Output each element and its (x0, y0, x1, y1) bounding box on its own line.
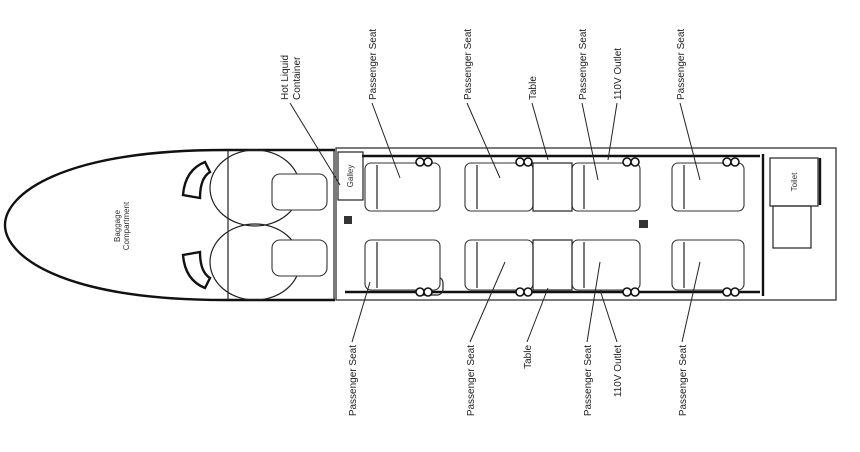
outlet-icon (722, 157, 732, 167)
callout-label-line: Passenger Seat (466, 345, 477, 416)
baggage-label: BaggageCompartment (113, 201, 131, 250)
callout-label: Passenger Seat (676, 29, 687, 100)
passenger-seat (464, 162, 534, 212)
passenger-seats (364, 157, 745, 297)
callout-label-line: Passenger Seat (676, 29, 687, 100)
callout-label-line: Table (528, 76, 539, 100)
callout-label: Passenger Seat (463, 29, 474, 100)
leader-line (469, 261, 506, 343)
hot-liquid-container (344, 216, 352, 224)
leader-line (681, 261, 701, 343)
outlet-icon (415, 157, 425, 167)
outlet-icon (630, 287, 640, 297)
callout-label-line: 110V Outlet (613, 48, 624, 100)
callout-label-line: Container (292, 56, 303, 100)
outlet-icon (415, 287, 425, 297)
leader-line (351, 281, 371, 343)
outlet-icon (722, 287, 732, 297)
leader-line (679, 102, 701, 181)
outlet-icon (523, 157, 533, 167)
leader-line (586, 261, 601, 343)
outlet-icon (423, 157, 433, 167)
callout-label-line: Passenger Seat (578, 29, 589, 100)
callout-label: Passenger Seat (368, 29, 379, 100)
galley (337, 151, 364, 201)
callout-label: Hot LiquidContainer (280, 55, 303, 100)
baggage-compartment-outline (3, 148, 335, 302)
callout-label-line: Passenger Seat (368, 29, 379, 100)
outlet-icon (523, 287, 533, 297)
callout-label: Passenger Seat (678, 345, 689, 416)
callout-label: Passenger Seat (583, 345, 594, 416)
passenger-seat (671, 162, 745, 212)
outlet-marker (639, 220, 648, 228)
leader-line (289, 102, 341, 186)
outlet-icon (622, 157, 632, 167)
passenger-seat (571, 162, 641, 212)
callout-label: Table (528, 76, 539, 100)
leader-line (371, 102, 401, 179)
toilet-label: Toilet (790, 172, 799, 191)
callout-label: 110V Outlet (613, 345, 624, 397)
passenger-seat (364, 162, 441, 212)
galley-label: Galley (346, 165, 355, 188)
outlet-icon (730, 287, 740, 297)
callout-label-line: Passenger Seat (348, 345, 359, 416)
leader-line (599, 289, 618, 343)
callout-label-line: Passenger Seat (463, 29, 474, 100)
leader-line (531, 102, 549, 161)
outlet-icon (515, 157, 525, 167)
passenger-seat (464, 239, 534, 291)
leader-line (607, 102, 618, 161)
callout-label-line: Passenger Seat (678, 345, 689, 416)
baggage-label-line1: Baggage (113, 209, 122, 242)
passenger-seat (571, 239, 641, 291)
table (532, 162, 573, 212)
callout-label-line: Passenger Seat (583, 345, 594, 416)
baggage-label-line2: Compartment (122, 201, 131, 250)
cockpit (181, 149, 335, 301)
callout-label-line: Hot Liquid (280, 55, 291, 100)
callout-label: Passenger Seat (466, 345, 477, 416)
table (532, 239, 573, 291)
callout-label: Passenger Seat (578, 29, 589, 100)
outlet-icon (630, 157, 640, 167)
leader-line (581, 102, 599, 181)
outlet-icon (515, 287, 525, 297)
callout-label: 110V Outlet (613, 48, 624, 100)
callout-label-line: 110V Outlet (613, 345, 624, 397)
outlet-icon (730, 157, 740, 167)
outlet-icon (423, 287, 433, 297)
callout-label-line: Table (523, 345, 534, 369)
leader-line (526, 287, 549, 343)
leader-line (466, 102, 501, 179)
callout-label: Passenger Seat (348, 345, 359, 416)
callout-label: Table (523, 345, 534, 369)
cabin-outline (335, 147, 837, 301)
passenger-seat (364, 239, 441, 291)
outlet-icon (622, 287, 632, 297)
passenger-seat (671, 239, 745, 291)
